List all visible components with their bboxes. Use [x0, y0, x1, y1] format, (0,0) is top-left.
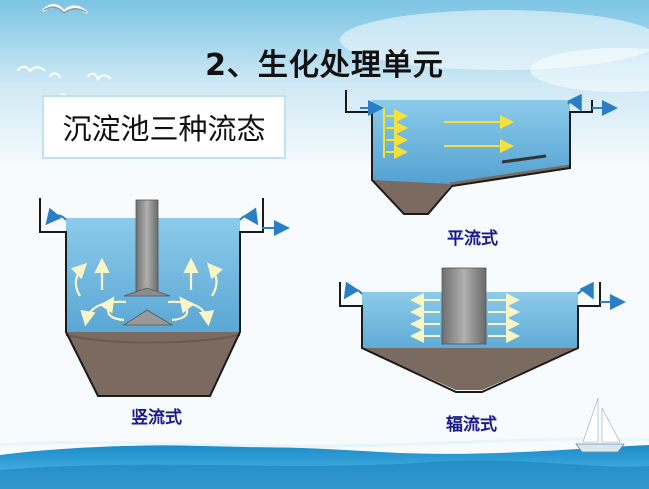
- horizontal-flow-label: 平流式: [447, 229, 498, 249]
- sludge-hopper: [372, 180, 452, 214]
- sludge-hopper: [362, 348, 578, 390]
- radial-flow-label: 辐流式: [446, 415, 497, 435]
- horizontal-flow-tank: [345, 90, 618, 215]
- vertical-flow-tank: [39, 198, 290, 397]
- vertical-flow-label: 竖流式: [131, 408, 182, 428]
- central-pipe: [135, 199, 159, 293]
- subtitle-text: 沉淀池三种流态: [62, 112, 266, 146]
- sludge-hopper: [66, 332, 240, 396]
- sailboat-icon: [575, 397, 625, 453]
- page-title: 2、生化处理单元: [205, 48, 444, 83]
- sea-waves: [0, 437, 649, 489]
- radial-flow-tank: [339, 267, 626, 393]
- central-cylinder: [441, 267, 487, 345]
- reflecting-plate: [122, 309, 174, 326]
- subtitle-box: 沉淀池三种流态: [42, 95, 286, 159]
- seagull-icons: [17, 4, 111, 98]
